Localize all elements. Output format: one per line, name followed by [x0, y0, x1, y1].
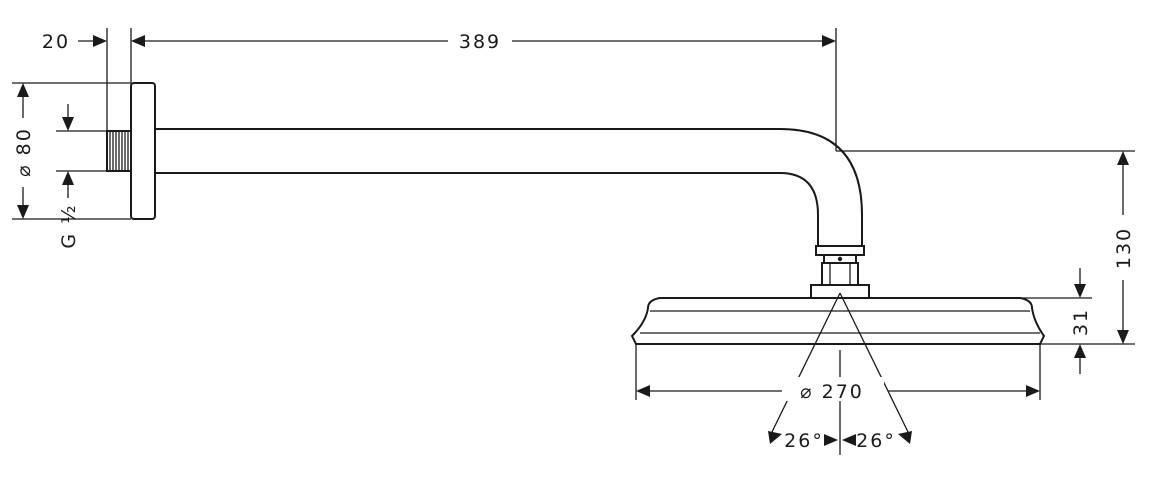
dim-label-drop-height: 130: [1113, 227, 1135, 269]
dim-label-spray-angle-right: 26°: [856, 430, 896, 452]
dim-wall-offset: 20: [42, 28, 132, 131]
spray-angle-lines: [769, 292, 911, 455]
shower-head: [630, 297, 1046, 345]
dim-arm-length: 389: [131, 28, 1135, 152]
dim-drop-height: 130: [1040, 151, 1135, 345]
dim-head-height: 31: [869, 268, 1092, 374]
dim-label-arm-length: 389: [459, 31, 501, 53]
dim-head-diameter: ⌀ 270: [635, 344, 1041, 403]
shower-arm: [155, 128, 863, 246]
wall-flange: [130, 82, 156, 220]
thread-connector: [106, 130, 132, 172]
dim-flange-diameter: ⌀ 80: [12, 82, 131, 220]
dim-label-head-height: 31: [1070, 308, 1092, 336]
dim-thread: G ½: [56, 104, 107, 249]
dim-label-thread: G ½: [58, 203, 80, 248]
dim-label-head-diameter: ⌀ 270: [800, 381, 864, 403]
dim-label-wall-offset: 20: [42, 31, 70, 53]
dim-spray-angles: 26° 26°: [768, 430, 912, 452]
dim-label-spray-angle-left: 26°: [784, 430, 824, 452]
swivel-joint: [810, 245, 870, 299]
dim-label-flange-diameter: ⌀ 80: [13, 127, 35, 177]
